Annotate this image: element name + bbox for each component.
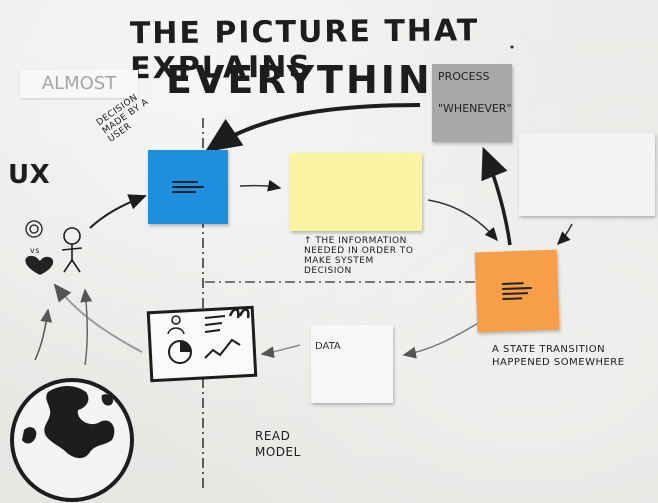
arrow-data-to-dashboard [260,344,301,359]
state-transition-sticky-note[interactable] [474,249,560,333]
arrow-world-to-user-2 [80,288,93,366]
almost-label: ALMOST [20,70,138,98]
arrow-dashboard-to-user [53,283,143,353]
note-scribble [501,279,533,303]
arrow-process-to-decision [204,103,421,153]
arrow-decision-to-information [239,179,282,192]
ux-label: UX [8,160,51,190]
globe-icon [10,378,134,502]
note-scribble [172,178,204,196]
process-title: PROCESS [438,70,490,83]
arrow-state-to-data [402,321,481,359]
heart-icon [25,255,54,275]
process-subtitle: "WHENEVER" [438,102,512,115]
title-line-2: EVERYTHING [166,58,467,102]
read-model-caption: READ MODEL [255,429,301,459]
decision-sticky-note[interactable] [148,150,228,224]
data-sticky-note[interactable]: DATA [311,325,393,403]
title-ellipsis [510,45,514,49]
blank-sticky-note[interactable] [519,133,655,216]
vs-label: vs [30,246,40,255]
information-sticky-note[interactable] [290,153,422,231]
arrow-user-to-decision [89,194,147,229]
arrow-globe-to-user [34,308,53,361]
data-label: DATA [315,341,341,352]
process-sticky-note[interactable]: PROCESS "WHENEVER" [432,64,512,142]
dashboard-screen-icon [146,305,258,383]
arrow-state-to-process [481,146,512,246]
arrow-information-to-state [427,199,498,242]
state-transition-caption: A STATE TRANSITION HAPPENED SOMEWHERE [492,344,625,368]
stick-figure-icon [61,227,83,273]
arrow-white-to-state [556,223,573,246]
thought-bubble-icon [25,220,43,238]
information-caption: ↑ THE INFORMATION NEEDED IN ORDER TO MAK… [304,236,414,276]
